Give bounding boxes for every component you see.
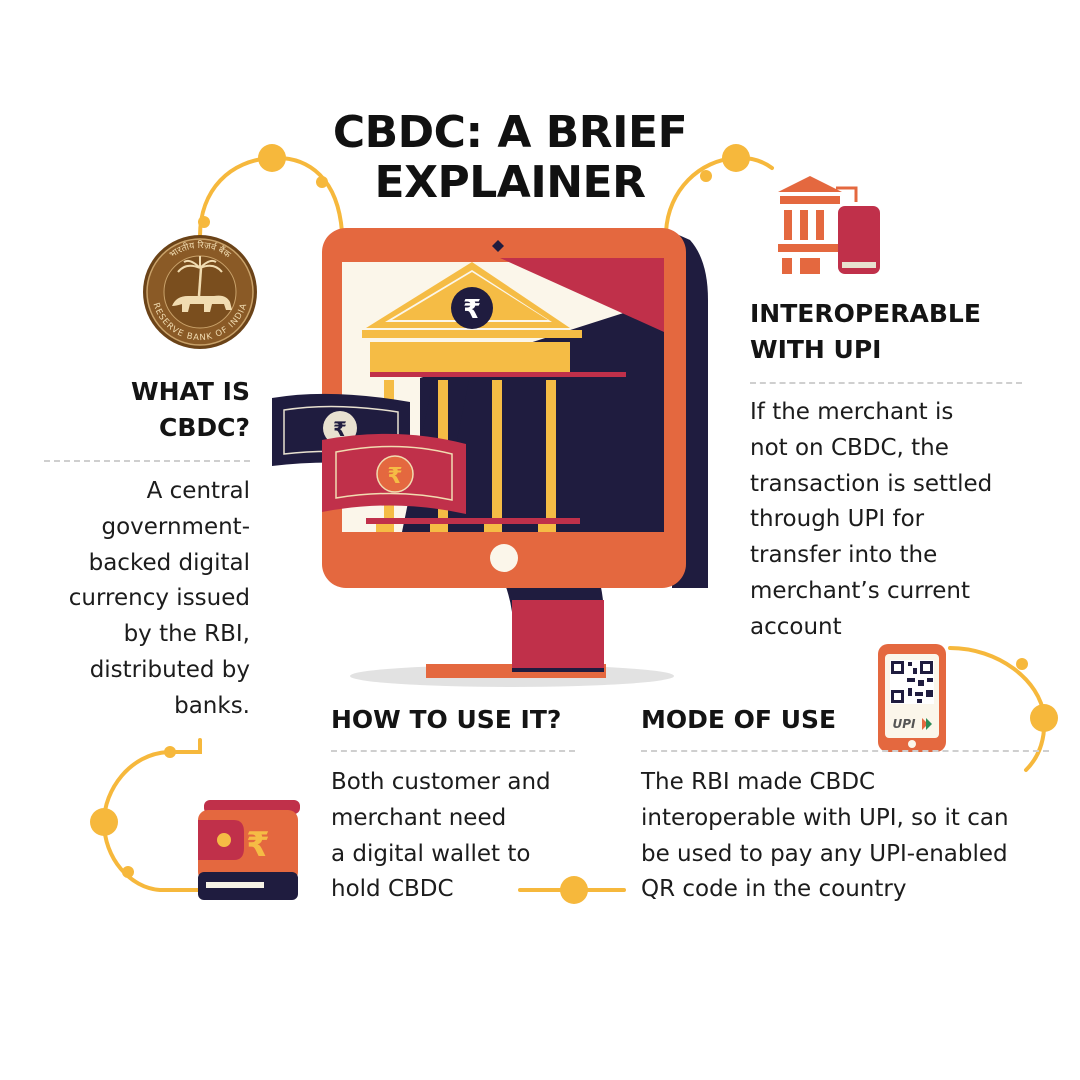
red-note-rupee: ₹	[387, 464, 402, 489]
what-is-divider	[44, 460, 250, 462]
banknote-icon: ₹ ₹	[272, 393, 466, 514]
mode-of-use-line: be used to pay any UPI-enabled	[641, 840, 1008, 867]
what-is-cbdc-heading: WHAT IS CBDC?	[40, 374, 250, 446]
interoperable-line: merchant’s current	[750, 577, 970, 604]
interoperable-heading-line-2: WITH UPI	[750, 335, 882, 364]
what-is-heading-line-1: WHAT IS	[131, 377, 250, 406]
how-to-use-line: a digital wallet to	[331, 840, 531, 867]
interoperable-line: through UPI for	[750, 506, 925, 533]
interoperable-divider	[750, 382, 1022, 384]
mode-of-use-line: QR code in the country	[641, 876, 907, 903]
how-to-use-line: Both customer and	[331, 769, 551, 795]
what-is-line: by the RBI,	[123, 621, 250, 648]
how-to-use-text: Both customer and merchant need a digita…	[331, 765, 591, 908]
phone-qr-upi-icon: UPI	[878, 644, 946, 752]
interoperable-line: If the merchant is	[750, 399, 954, 425]
interoperable-line: transfer into the	[750, 542, 938, 569]
what-is-line: backed digital	[88, 549, 250, 576]
mode-of-use-line: interoperable with UPI, so it can	[641, 804, 1009, 831]
what-is-heading-line-2: CBDC?	[158, 413, 250, 442]
mode-of-use-heading-line: MODE OF USE	[641, 705, 837, 734]
interoperable-heading: INTEROPERABLE WITH UPI	[750, 296, 1050, 368]
interoperable-text: If the merchant is not on CBDC, the tran…	[750, 395, 1070, 646]
upi-label: UPI	[892, 717, 916, 731]
mode-of-use-line: The RBI made CBDC	[641, 769, 876, 795]
bank-rupee-symbol: ₹	[463, 295, 481, 325]
wallet-rupee: ₹	[246, 825, 270, 865]
what-is-line: banks.	[174, 692, 250, 719]
what-is-line: A central	[146, 478, 250, 504]
mode-of-use-text: The RBI made CBDC interoperable with UPI…	[641, 765, 1061, 908]
bank-with-phone-icon	[778, 176, 880, 274]
what-is-line: distributed by	[89, 656, 250, 683]
page-title: CBDC: A BRIEF EXPLAINER	[290, 108, 730, 208]
what-is-line: currency issued	[68, 585, 250, 612]
mode-of-use-divider	[641, 750, 1049, 752]
title-line-2: EXPLAINER	[374, 157, 646, 208]
connector-wallet	[101, 738, 202, 892]
how-to-use-heading-line: HOW TO USE IT?	[331, 705, 562, 734]
navy-note-rupee: ₹	[333, 417, 347, 441]
mode-of-use-heading: MODE OF USE	[641, 702, 871, 738]
what-is-cbdc-text: A central government- backed digital cur…	[40, 474, 250, 725]
title-line-1: CBDC: A BRIEF	[332, 107, 688, 158]
how-to-use-line: hold CBDC	[331, 876, 454, 903]
interoperable-line: account	[750, 613, 842, 640]
connector-dots	[90, 144, 1058, 904]
how-to-use-line: merchant need	[331, 804, 507, 831]
what-is-line: government-	[101, 513, 250, 540]
rbi-seal-icon: भारतीय रिज़र्व बैंक RESERVE BANK OF INDI…	[143, 235, 257, 349]
wallet-icon: ₹	[198, 800, 300, 900]
how-to-use-divider	[331, 750, 575, 752]
interoperable-heading-line-1: INTEROPERABLE	[750, 299, 981, 328]
interoperable-line: not on CBDC, the	[750, 434, 949, 461]
how-to-use-heading: HOW TO USE IT?	[331, 702, 591, 738]
interoperable-line: transaction is settled	[750, 470, 993, 497]
